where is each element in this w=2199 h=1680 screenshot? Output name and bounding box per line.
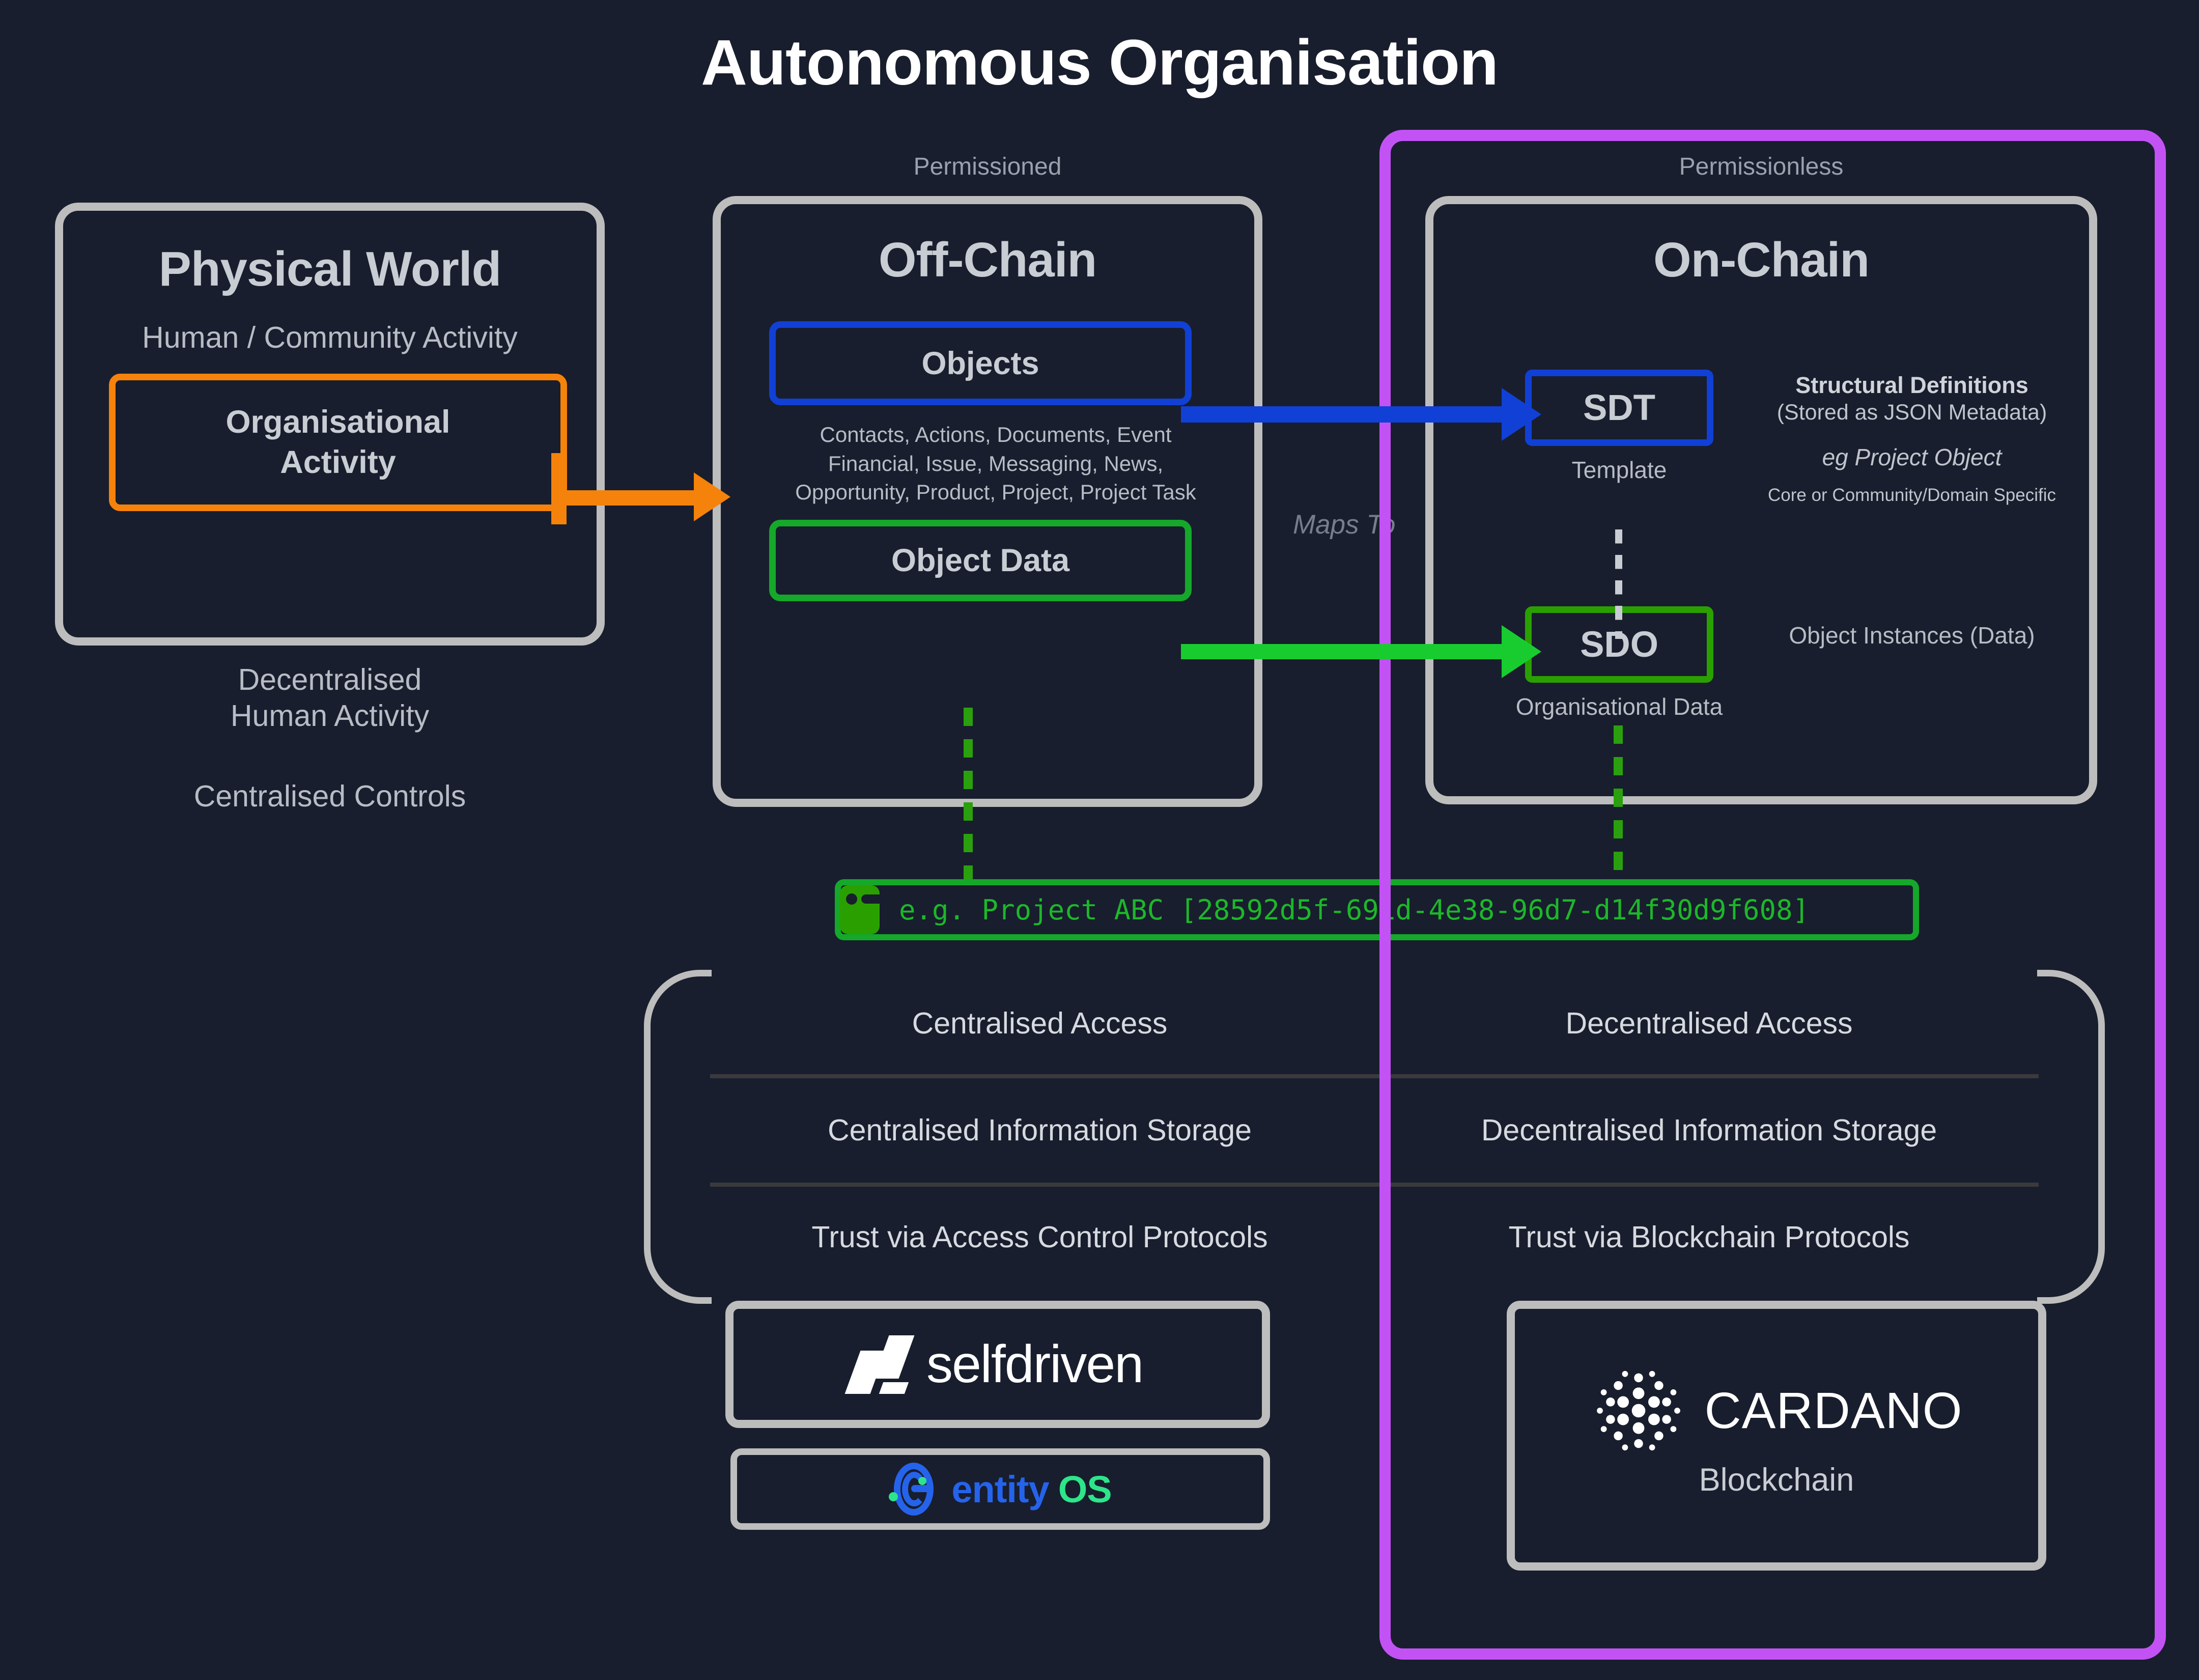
orange-arrow-head-icon	[694, 472, 730, 521]
cardano-logo-box: CARDANO Blockchain	[1507, 1301, 2046, 1571]
objects-to-sdt-arrow-head-icon	[1502, 388, 1541, 441]
object-data-label: Object Data	[891, 543, 1070, 578]
sdt-sdo-dashed-connector	[1615, 529, 1622, 639]
objects-box: Objects	[769, 321, 1192, 405]
page-title: Autonomous Organisation	[701, 26, 1499, 98]
maps-to-label: Maps To	[1293, 510, 1396, 540]
sdt-label: SDT	[1583, 387, 1655, 428]
on-chain-title: On-Chain	[1653, 233, 1870, 287]
off-chain-title: Off-Chain	[878, 233, 1097, 287]
example-identifier-text: e.g. Project ABC [28592d5f-691d-4e38-96d…	[899, 893, 1810, 926]
table-divider	[710, 1183, 2039, 1187]
structural-definitions-heading: Structural Definitions	[1795, 372, 2028, 398]
sdo-to-terminal-dashed-line	[1614, 725, 1623, 883]
physical-world-title: Physical World	[158, 242, 501, 296]
sdt-caption: Template	[1571, 457, 1667, 483]
permissionless-label: Permissionless	[1679, 153, 1844, 180]
selfdriven-wordmark: selfdriven	[926, 1334, 1144, 1394]
structural-definitions-scope: Core or Community/Domain Specific	[1767, 485, 2056, 505]
orange-connector-stub	[551, 453, 567, 524]
permissioned-label: Permissioned	[913, 153, 1062, 180]
terminal-dash-icon	[861, 894, 897, 904]
selfdriven-logo-box: selfdriven	[725, 1301, 1270, 1428]
table-row: Decentralised Information Storage	[1481, 1113, 1937, 1147]
objects-to-sdt-arrow-line	[1181, 406, 1512, 423]
object-data-to-terminal-dashed-line	[964, 708, 973, 883]
object-data-box: Object Data	[769, 520, 1192, 601]
entityos-mark-icon	[889, 1462, 942, 1516]
sdt-box: SDT	[1525, 370, 1713, 446]
orange-arrow-line	[551, 490, 696, 506]
example-identifier-bar: e.g. Project ABC [28592d5f-691d-4e38-96d…	[835, 879, 1919, 940]
entityos-wordmark-entity: entity	[951, 1468, 1049, 1510]
terminal-dot-icon	[846, 893, 857, 905]
off-chain-panel: Off-Chain Objects Contacts, Actions, Doc…	[713, 196, 1262, 807]
structural-definitions-sub: (Stored as JSON Metadata)	[1777, 400, 2047, 425]
table-row: Centralised Information Storage	[827, 1113, 1252, 1147]
bracket-right-icon	[2037, 970, 2105, 1304]
table-row: Trust via Access Control Protocols	[811, 1220, 1268, 1254]
cardano-wordmark: CARDANO	[1704, 1382, 1963, 1439]
physical-world-subtitle: Human / Community Activity	[142, 321, 518, 354]
table-row: Decentralised Access	[1565, 1006, 1853, 1040]
sdo-caption: Organisational Data	[1515, 693, 1723, 720]
table-divider	[710, 1074, 2039, 1078]
on-chain-panel: On-Chain SDT Template SDO Organisational…	[1425, 196, 2097, 804]
table-row: Trust via Blockchain Protocols	[1508, 1220, 1910, 1254]
objects-label: Objects	[921, 345, 1039, 381]
terminal-window-icon	[840, 885, 897, 934]
selfdriven-mark-icon	[844, 1335, 915, 1394]
cardano-mark-icon	[1597, 1370, 1681, 1451]
structural-definitions-example: eg Project Object	[1822, 443, 2002, 470]
structural-definitions-block: Structural Definitions (Stored as JSON M…	[1749, 372, 2075, 506]
table-row: Centralised Access	[912, 1006, 1168, 1040]
bracket-left-icon	[644, 970, 712, 1304]
centralised-controls-note: Centralised Controls	[193, 779, 466, 813]
entityos-wordmark-os: OS	[1058, 1468, 1112, 1510]
object-data-to-sdo-arrow-head-icon	[1502, 625, 1541, 678]
physical-world-panel: Physical World Human / Community Activit…	[55, 203, 605, 646]
object-data-to-sdo-arrow-line	[1181, 644, 1512, 659]
object-instances-label: Object Instances (Data)	[1789, 622, 2035, 649]
comparison-table: Centralised Access Decentralised Access …	[644, 970, 2105, 1304]
cardano-subtitle: Blockchain	[1699, 1462, 1854, 1498]
